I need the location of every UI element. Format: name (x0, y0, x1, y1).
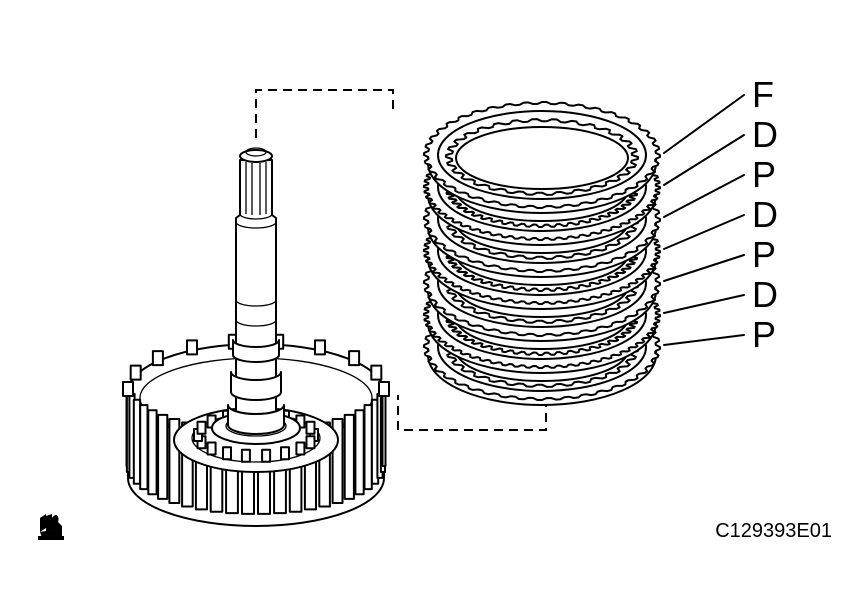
drum-tooth (147, 409, 158, 496)
drum-tooth (331, 418, 344, 504)
leader-line-2 (663, 134, 745, 186)
drum-tooth-back (129, 364, 142, 381)
drum-tooth-back (186, 339, 198, 356)
hub-tooth (295, 441, 306, 456)
drum-tooth-back (348, 350, 361, 367)
leader-line-4 (663, 214, 745, 250)
drum-tooth (354, 409, 365, 496)
drum-tooth (363, 404, 373, 491)
part-label-7: P (752, 314, 776, 355)
input-shaft (227, 147, 285, 435)
leader-line-5 (663, 254, 745, 282)
leader-line-7 (663, 334, 745, 346)
part-label-5: P (752, 234, 776, 275)
leader-line-1 (663, 94, 745, 154)
drum-tooth-back (378, 381, 390, 397)
figure-code: C129393E01 (715, 520, 832, 542)
drum-tooth-back (151, 350, 164, 367)
drum-tooth (168, 418, 181, 504)
hub-tooth (222, 446, 232, 461)
hub-tooth (206, 441, 217, 456)
part-label-2: D (752, 114, 778, 155)
drum-tooth-back (370, 364, 383, 381)
part-label-1: F (752, 74, 774, 115)
hub-tooth (261, 448, 272, 463)
drum-tooth-back (314, 339, 326, 356)
drum-tooth (343, 413, 355, 500)
part-label-3: P (752, 154, 776, 195)
hub-tooth (240, 448, 251, 463)
drum-tooth (139, 404, 149, 491)
hand-book-icon (38, 514, 64, 540)
hub-tooth (196, 420, 207, 435)
hub-tooth (280, 446, 290, 461)
assembly-leader-bottom (397, 395, 547, 431)
leader-line-6 (663, 294, 745, 314)
assembly-leader-top (255, 89, 394, 138)
part-label-4: D (752, 194, 778, 235)
clutch-plate-stack (423, 101, 661, 406)
part-label-6: D (752, 274, 778, 315)
drum-tooth (132, 398, 142, 485)
leader-line-3 (663, 174, 745, 218)
clutch-plate-1 (423, 101, 661, 214)
drum-tooth-back (122, 381, 134, 397)
hub-tooth (305, 420, 316, 435)
hub-tooth (305, 435, 316, 450)
drum-tooth (157, 413, 169, 500)
